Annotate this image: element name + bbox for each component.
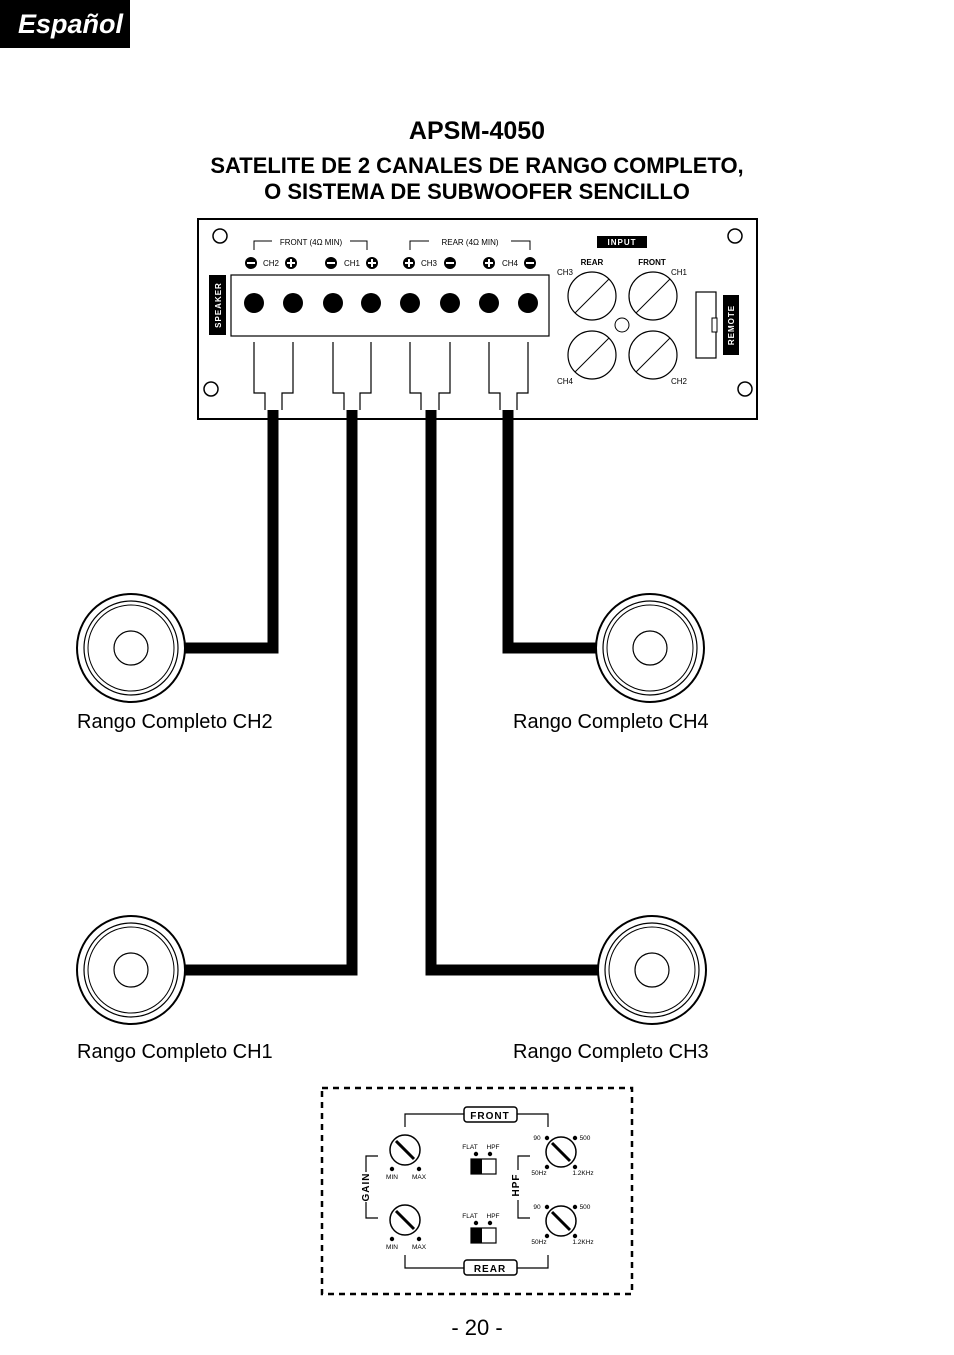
input-ch3-label: CH3 bbox=[557, 268, 574, 277]
speaker-terminal-block bbox=[230, 274, 550, 337]
speaker-ch2-label: Rango Completo CH2 bbox=[77, 711, 273, 733]
rear-group-label: REAR (4Ω MIN) bbox=[441, 238, 498, 247]
rear-flat-hpf-switch[interactable] bbox=[470, 1227, 497, 1244]
speaker-cables bbox=[185, 410, 598, 976]
speaker-ch4-label: Rango Completo CH4 bbox=[513, 711, 709, 733]
rear-section-label: REAR bbox=[474, 1264, 506, 1275]
rear-hpf-90: 90 bbox=[533, 1204, 541, 1211]
terminal-ch3-label: CH3 bbox=[421, 259, 438, 268]
rear-hpf-switch-label: HPF bbox=[487, 1213, 500, 1220]
terminal-screws bbox=[244, 293, 538, 313]
speaker-ch1 bbox=[76, 915, 186, 1025]
minus-icon bbox=[325, 257, 337, 269]
front-section-label: FRONT bbox=[470, 1111, 509, 1122]
terminal-ch4-label: CH4 bbox=[502, 259, 519, 268]
language-tab: Español bbox=[0, 0, 130, 48]
minus-icon bbox=[524, 257, 536, 269]
plus-icon bbox=[366, 257, 378, 269]
speaker-ch3 bbox=[597, 915, 707, 1025]
rear-gain-max: MAX bbox=[412, 1244, 427, 1251]
minus-icon bbox=[245, 257, 257, 269]
front-flat-hpf-switch[interactable] bbox=[470, 1158, 497, 1175]
subtitle-line-1: SATELITE DE 2 CANALES DE RANGO COMPLETO, bbox=[210, 153, 744, 178]
input-rear-label: REAR bbox=[581, 258, 604, 267]
front-group-label: FRONT (4Ω MIN) bbox=[280, 238, 343, 247]
front-flat-label: FLAT bbox=[462, 1144, 477, 1151]
rear-hpf-knob[interactable] bbox=[545, 1205, 577, 1237]
input-front-label: FRONT bbox=[638, 258, 666, 267]
screw-icon bbox=[737, 381, 753, 397]
rear-gain-min: MIN bbox=[386, 1244, 398, 1251]
speaker-label: SPEAKER bbox=[214, 282, 223, 328]
speaker-ch3-label: Rango Completo CH3 bbox=[513, 1041, 709, 1063]
terminal-ch2-label: CH2 bbox=[263, 259, 280, 268]
model-title: APSM-4050 bbox=[408, 117, 546, 145]
speaker-ch1-label: Rango Completo CH1 bbox=[77, 1041, 273, 1063]
front-hpf-50hz: 50Hz bbox=[531, 1170, 546, 1177]
rear-hpf-500: 500 bbox=[580, 1204, 591, 1211]
front-hpf-knob[interactable] bbox=[545, 1136, 577, 1168]
subtitle-line-2: O SISTEMA DE SUBWOOFER SENCILLO bbox=[264, 179, 690, 204]
control-panel-inset: FRONT REAR GAIN HPF MIN MAX MIN MAX FLAT… bbox=[320, 1086, 634, 1296]
input-ch1-label: CH1 bbox=[671, 268, 688, 277]
screw-icon bbox=[203, 381, 219, 397]
plus-icon bbox=[483, 257, 495, 269]
gain-label: GAIN bbox=[361, 1173, 372, 1202]
front-gain-knob[interactable] bbox=[389, 1134, 421, 1166]
front-hpf-switch-label: HPF bbox=[487, 1144, 500, 1151]
front-hpf-90: 90 bbox=[533, 1135, 541, 1142]
hpf-label: HPF bbox=[511, 1174, 522, 1197]
amplifier-panel: SPEAKER FRONT (4Ω MIN) REAR (4Ω MIN) CH2… bbox=[197, 218, 758, 420]
rear-hpf-50hz: 50Hz bbox=[531, 1239, 546, 1246]
page-number: - 20 - bbox=[451, 1315, 503, 1340]
rear-hpf-12khz: 1.2KHz bbox=[572, 1239, 593, 1246]
wire-leads bbox=[253, 342, 529, 410]
screw-icon bbox=[727, 228, 743, 244]
terminal-ch1-label: CH1 bbox=[344, 259, 361, 268]
rca-jacks bbox=[567, 271, 678, 380]
screw-icon bbox=[212, 228, 228, 244]
plus-icon bbox=[285, 257, 297, 269]
speaker-ch4 bbox=[595, 593, 705, 703]
front-gain-min: MIN bbox=[386, 1174, 398, 1181]
speaker-ch2 bbox=[76, 593, 186, 703]
minus-icon bbox=[444, 257, 456, 269]
front-hpf-500: 500 bbox=[580, 1135, 591, 1142]
front-gain-max: MAX bbox=[412, 1174, 427, 1181]
remote-label: REMOTE bbox=[727, 305, 736, 345]
input-ch2-label: CH2 bbox=[671, 377, 688, 386]
input-ch4-label: CH4 bbox=[557, 377, 574, 386]
front-hpf-12khz: 1.2KHz bbox=[572, 1170, 593, 1177]
plus-icon bbox=[403, 257, 415, 269]
input-label: INPUT bbox=[608, 238, 637, 247]
rear-gain-knob[interactable] bbox=[389, 1204, 421, 1236]
rear-flat-label: FLAT bbox=[462, 1213, 477, 1220]
